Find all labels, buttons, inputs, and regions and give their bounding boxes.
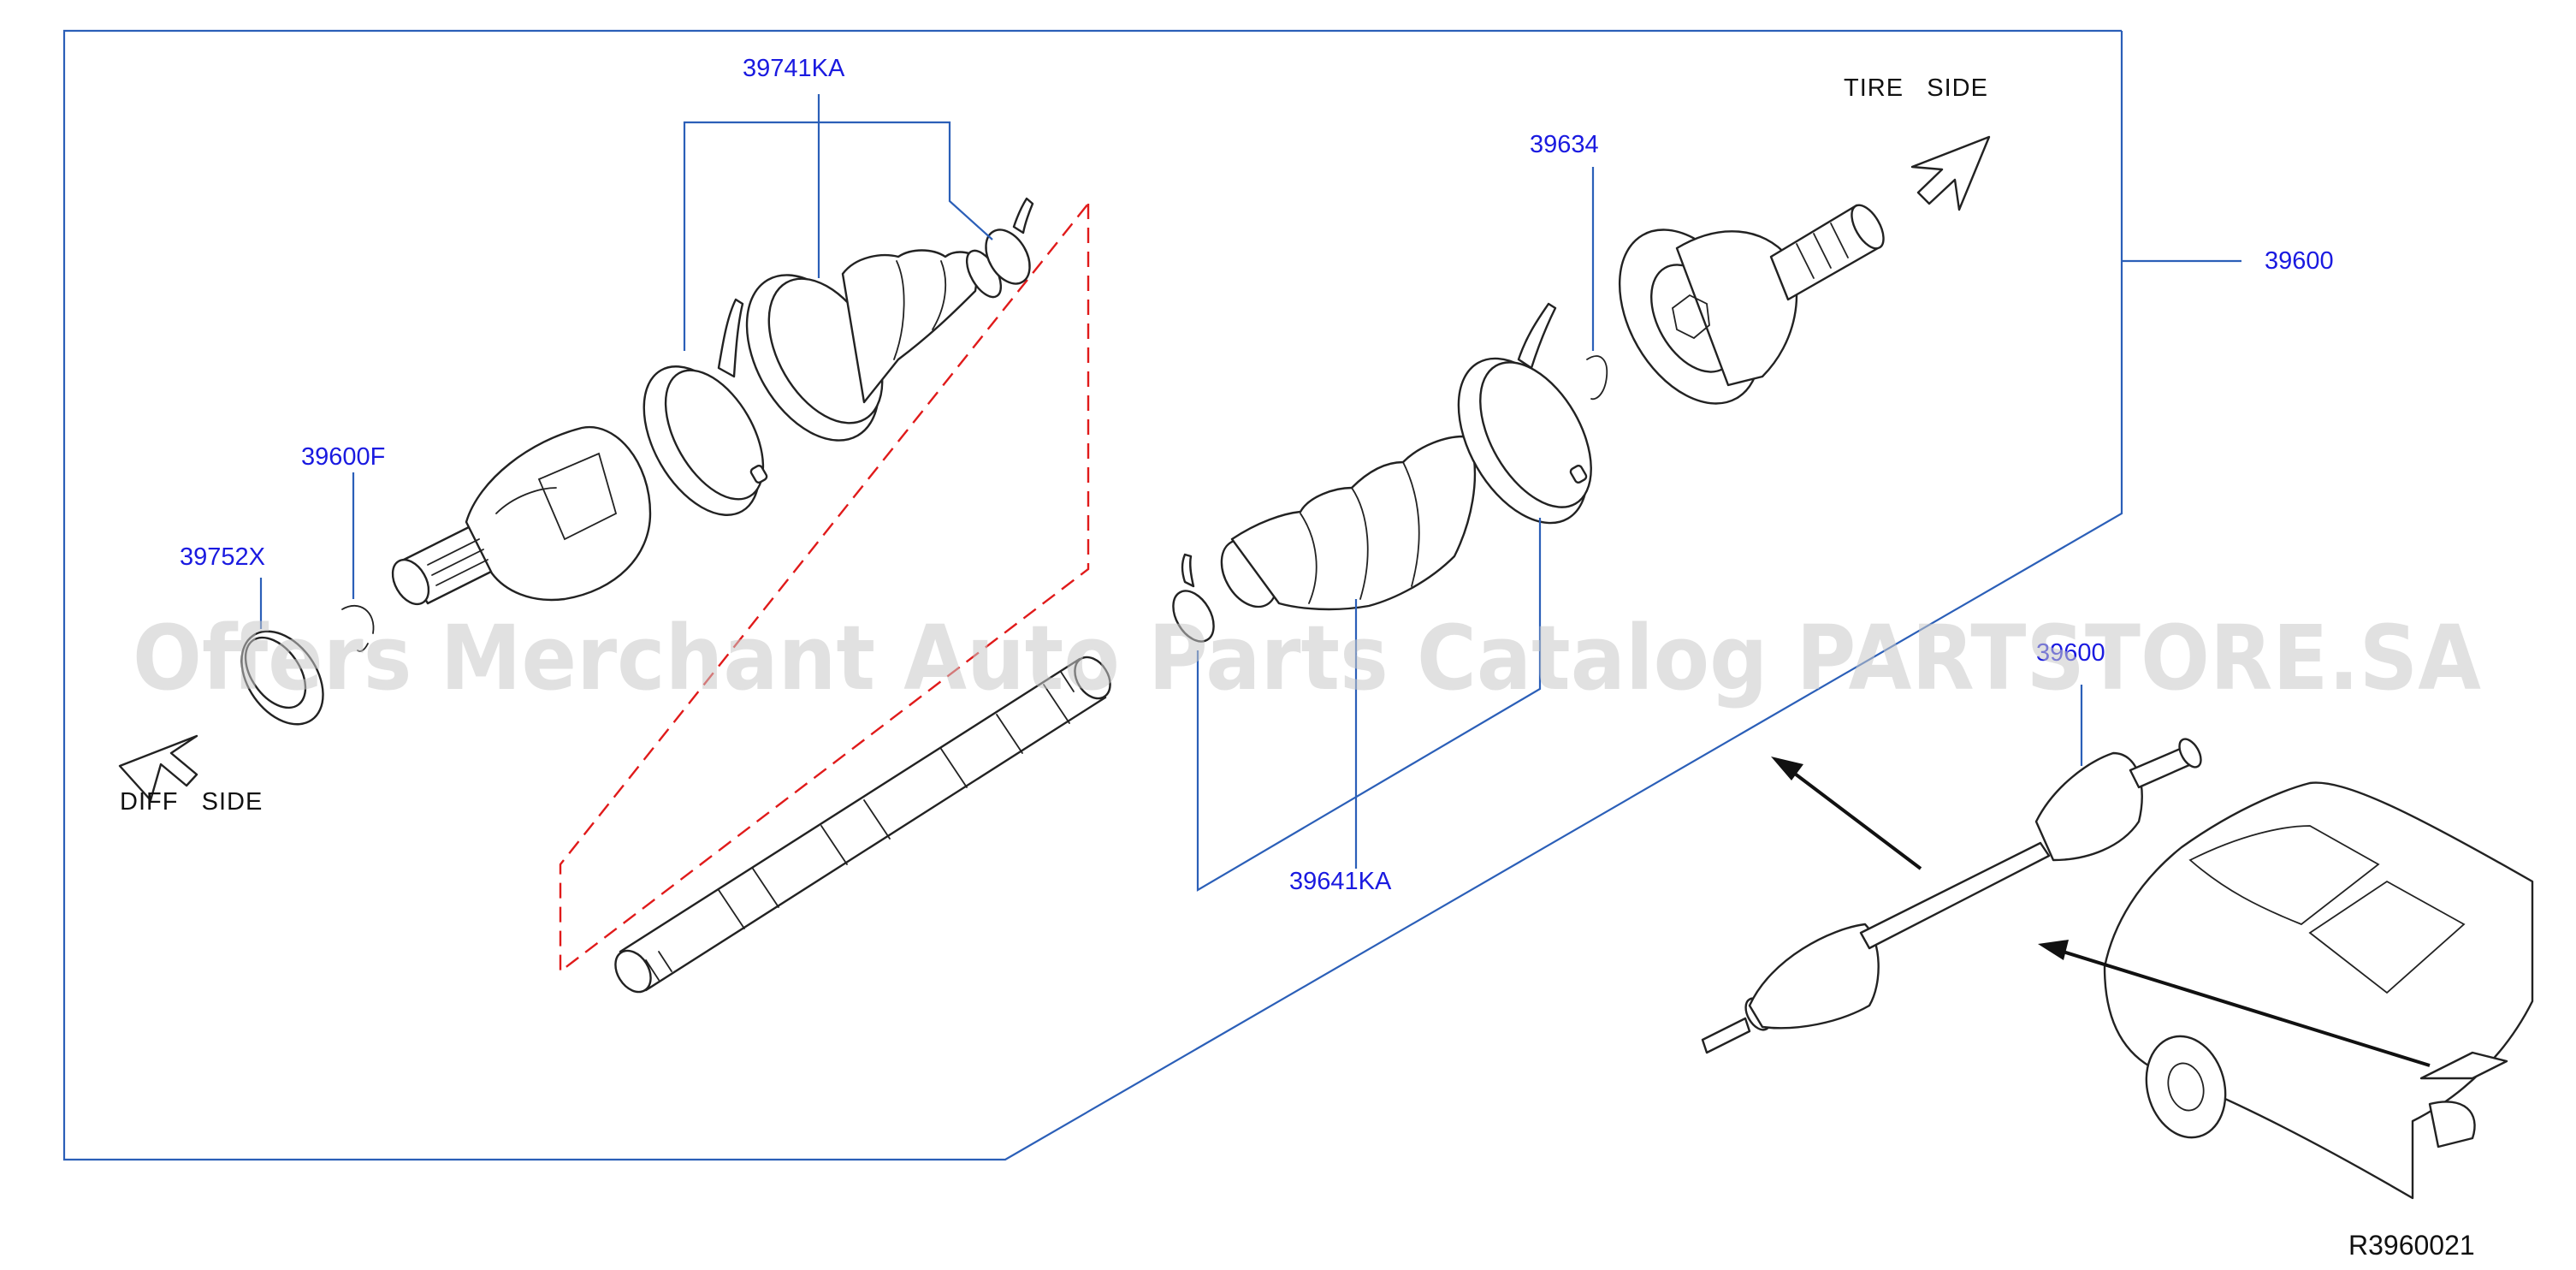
outer-boot-band-small[interactable] [1165, 553, 1223, 649]
label-39634[interactable]: 39634 [1530, 131, 1599, 158]
watermark-text: Offers Merchant Auto Parts Catalog PARTS… [133, 606, 2481, 710]
inset-vehicle [2103, 781, 2534, 1200]
arrow-tire-side-icon [1910, 135, 1991, 211]
circlip-39634[interactable] [1586, 355, 1608, 401]
circlip-39600F[interactable] [341, 604, 375, 652]
drive-shaft[interactable] [608, 650, 1117, 998]
leaders [259, 94, 2241, 892]
tire-side-label: TIRE SIDE [1844, 74, 1988, 102]
label-39600[interactable]: 39600 [2265, 247, 2334, 275]
inner-joint-housing[interactable] [385, 425, 652, 610]
outer-cv-joint[interactable] [1590, 200, 1890, 429]
shaft-dashed-envelope [559, 200, 1090, 974]
inset-arrow-lower [2038, 940, 2431, 1067]
label-39600F[interactable]: 39600F [301, 443, 385, 471]
label-39641KA[interactable]: 39641KA [1289, 868, 1392, 895]
outer-boot[interactable] [1211, 435, 1477, 616]
label-39752X[interactable]: 39752X [180, 543, 265, 571]
diff-side-label: DIFF SIDE [120, 788, 263, 816]
inset-arrow-upper [1771, 757, 1922, 870]
label-39600-inset[interactable]: 39600 [2036, 639, 2105, 667]
inset-assembled-shaft [1701, 738, 2202, 1054]
inner-boot-band-large[interactable] [620, 298, 784, 535]
inner-boot[interactable] [720, 246, 1008, 464]
bearing-ring-39752X[interactable] [225, 616, 340, 739]
label-39741KA[interactable]: 39741KA [743, 55, 845, 82]
assembly-frame [62, 29, 2123, 1161]
arrow-diff-side-icon [118, 734, 198, 802]
inner-boot-band-small[interactable] [977, 197, 1039, 291]
diagram-reference-code: R3960021 [2348, 1230, 2475, 1261]
outer-boot-band-large[interactable] [1432, 302, 1614, 545]
